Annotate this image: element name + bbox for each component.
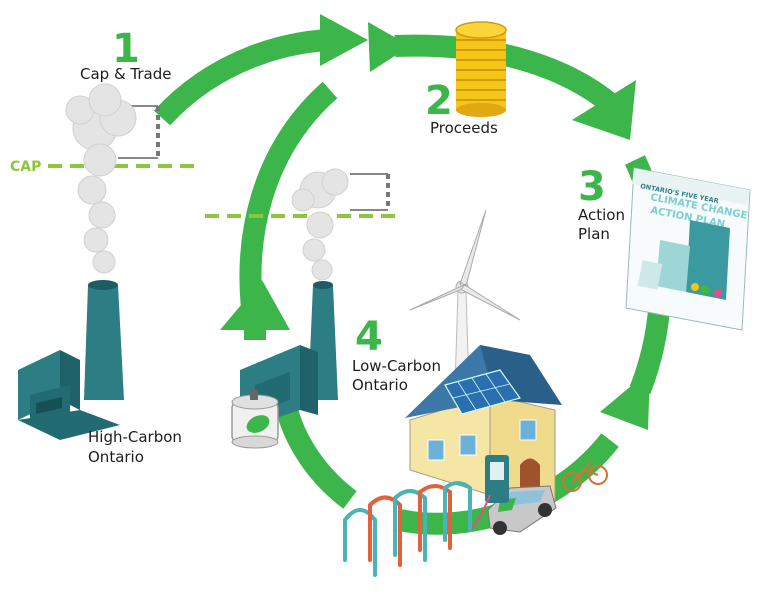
ev-charger: [469, 455, 509, 531]
bike-rack: [343, 481, 472, 577]
house: [405, 345, 562, 501]
step-2-number: 2: [425, 78, 453, 124]
high-carbon-label: High-Carbon Ontario: [88, 428, 187, 466]
action-plan-report: ONTARIO'S FIVE YEAR CLIMATE CHANGE ACTIO…: [625, 167, 751, 331]
step-4-label-line2: Ontario: [352, 376, 408, 394]
cycle-arrow-outer: [153, 14, 368, 126]
solar-panel: [444, 369, 521, 415]
low-carbon-factory: [231, 168, 349, 449]
step-3-label: Action Plan: [578, 206, 630, 243]
smoke-plume-high: [65, 83, 137, 274]
step-2-label: Proceeds: [430, 119, 498, 137]
smoke-plume-low: [291, 168, 349, 281]
coin-stack-icon: [455, 21, 507, 117]
high-carbon-factory: [18, 83, 137, 440]
step-3-label-line2: Plan: [578, 225, 610, 243]
step-3-number: 3: [578, 164, 606, 210]
bicycle-icon: [562, 461, 608, 492]
green-energy-device: [231, 390, 279, 449]
step-4-label: Low-Carbon Ontario: [352, 357, 446, 394]
high-carbon-label-line1: High-Carbon: [88, 428, 182, 446]
step-4-number: 4: [355, 314, 383, 360]
step-3-label-line1: Action: [578, 206, 625, 224]
leaf-icon: [246, 415, 270, 433]
step-1-number: 1: [112, 26, 140, 72]
step-4-label-line1: Low-Carbon: [352, 357, 441, 375]
emission-bracket-low: [350, 173, 390, 211]
high-carbon-label-line2: Ontario: [88, 448, 144, 466]
step-1-label: Cap & Trade: [80, 65, 172, 83]
cap-label: CAP: [10, 159, 41, 175]
